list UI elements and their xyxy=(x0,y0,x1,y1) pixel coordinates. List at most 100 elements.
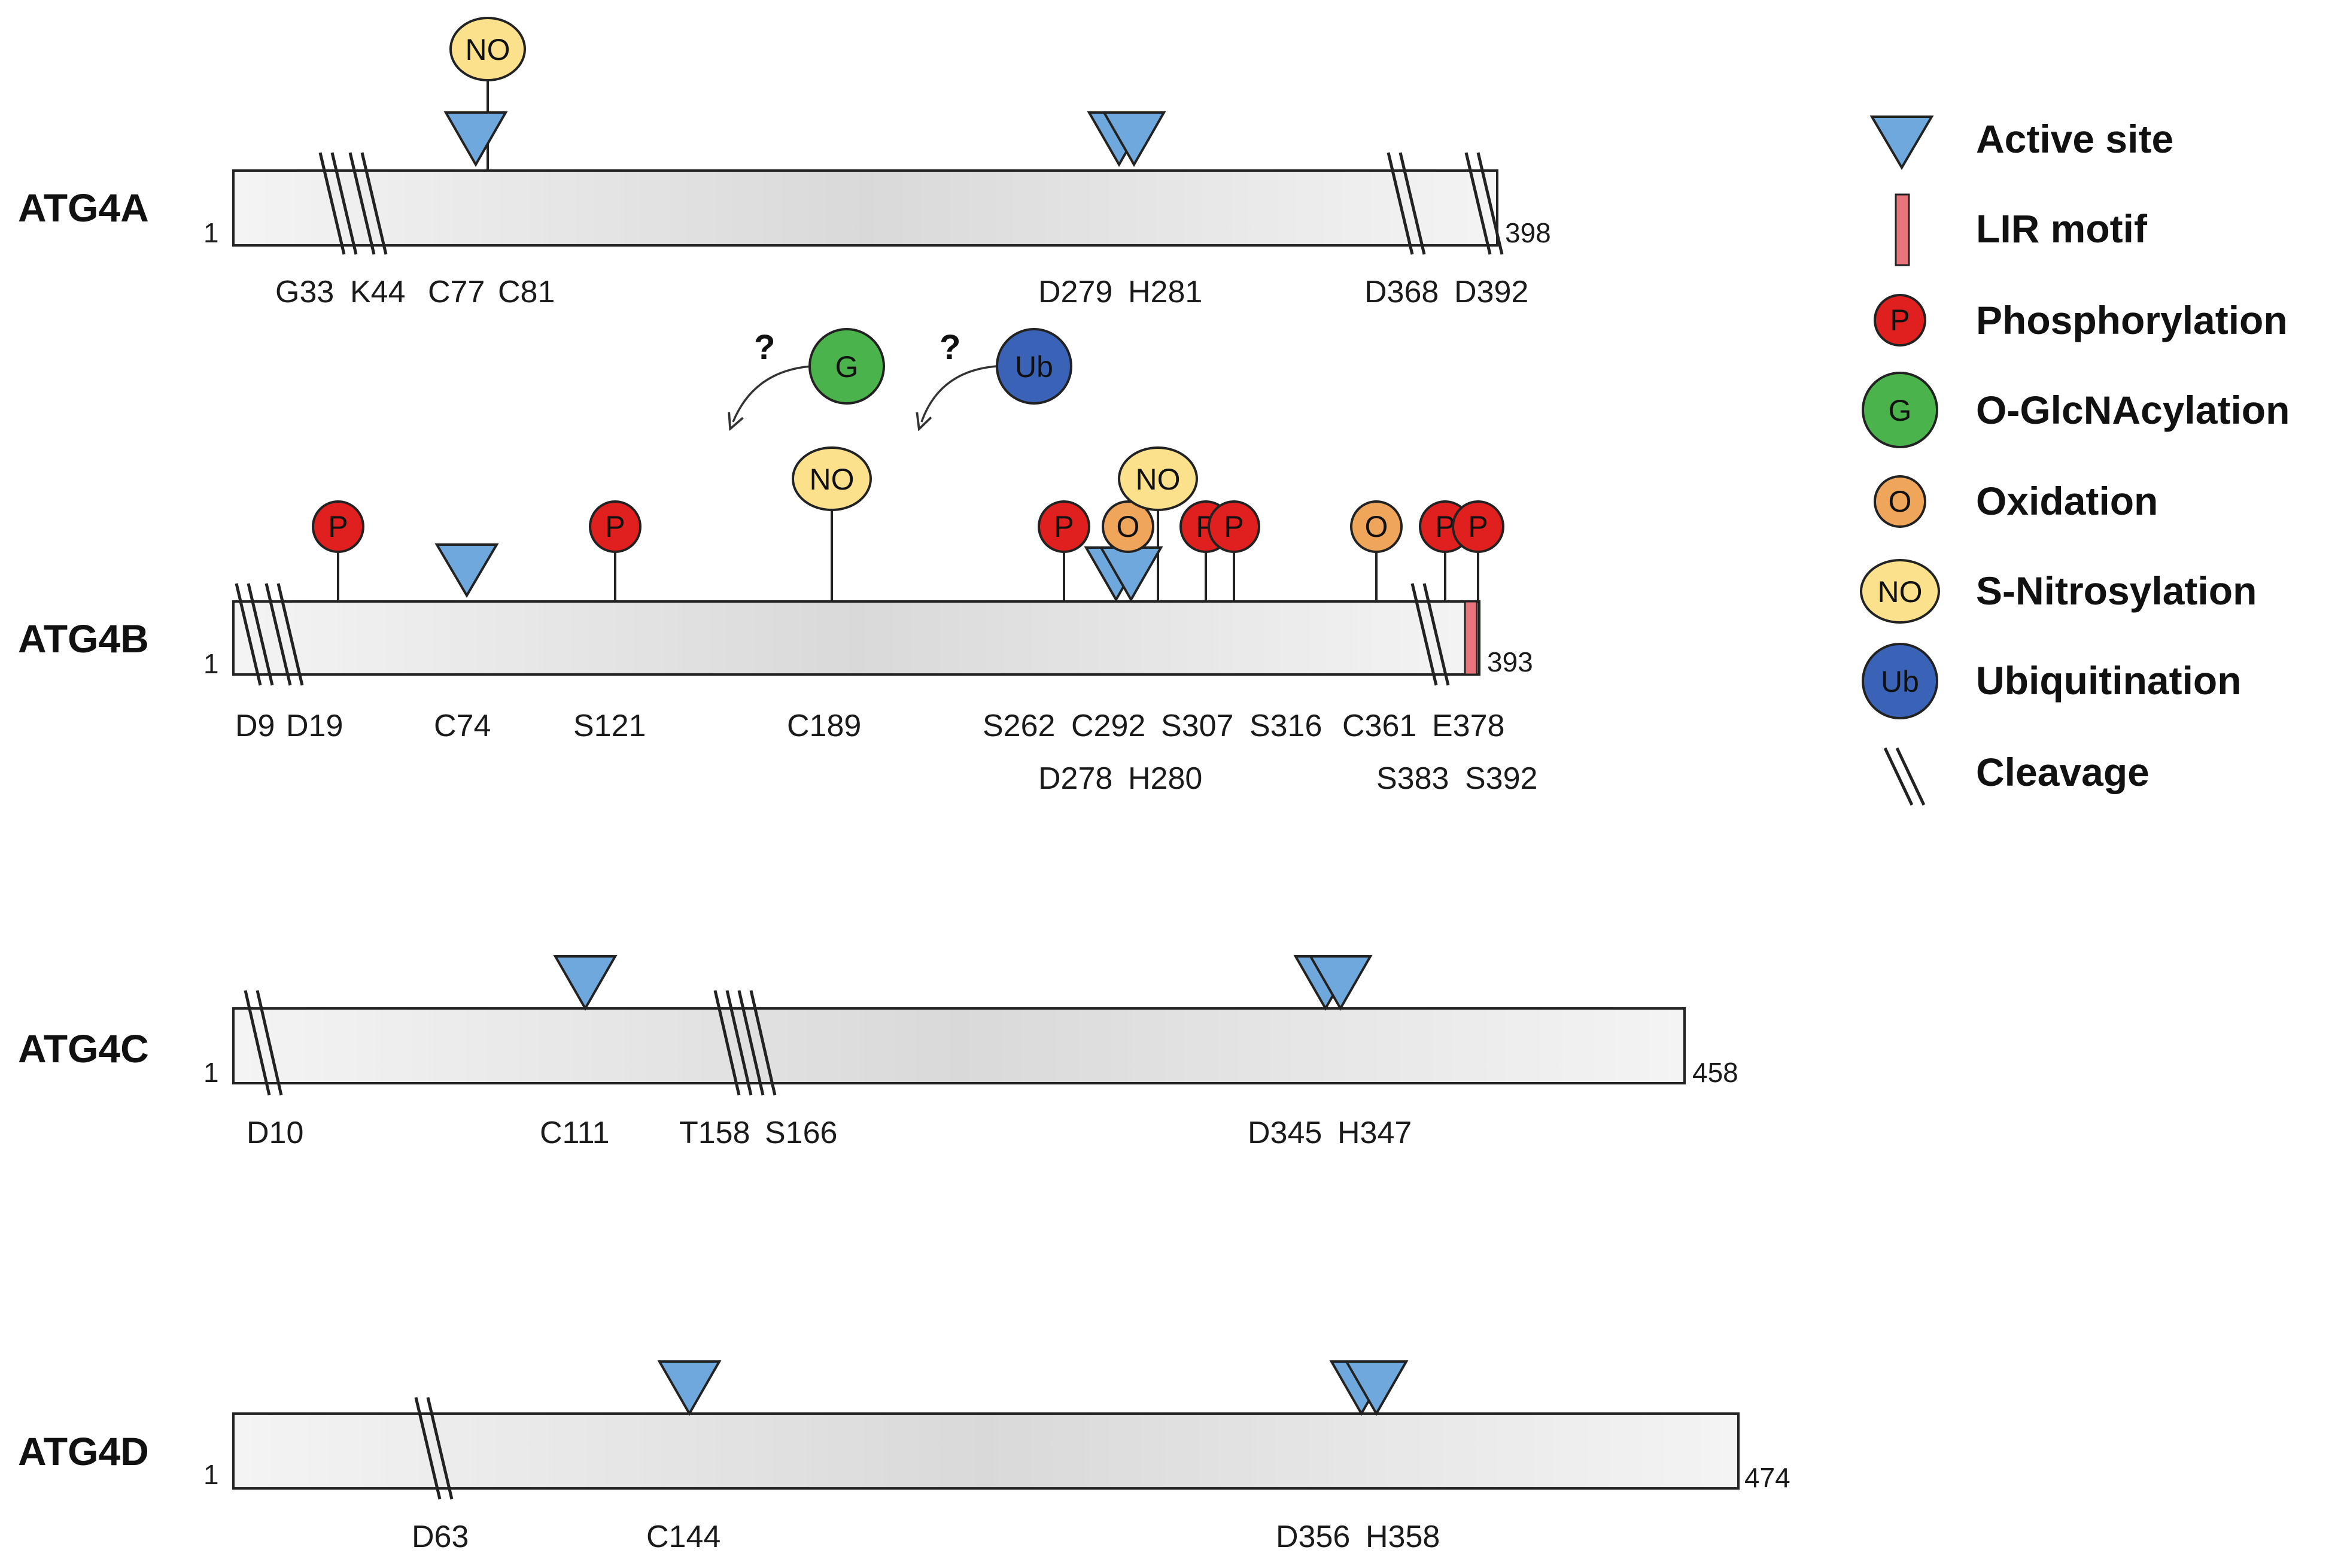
active-site-triangle xyxy=(657,1360,722,1417)
site-label: S262 xyxy=(983,709,1055,743)
site-label: H358 xyxy=(1366,1520,1440,1554)
phosphorylation-marker xyxy=(312,500,364,553)
phosphorylation-marker xyxy=(589,500,642,553)
s-nitrosylation-marker xyxy=(1118,446,1198,511)
s-nitrosylation-marker xyxy=(792,446,872,511)
site-label: C361 xyxy=(1342,709,1416,743)
cleavage-icon xyxy=(1387,152,1426,255)
protein-atg4a: ATG4A 1 398 NO G33 K44 C77 C81 D279 H281 xyxy=(18,17,1551,309)
site-label: S316 xyxy=(1249,709,1322,743)
cleavage-icon xyxy=(264,583,304,686)
protein-atg4d: ATG4D 1 474 D63 C144 D356 H358 xyxy=(18,1360,1790,1554)
site-label: D279 xyxy=(1038,275,1112,309)
site-label: H347 xyxy=(1337,1116,1412,1150)
cleavage-icon xyxy=(1464,152,1504,255)
site-label: E378 xyxy=(1432,709,1504,743)
modification-label: G xyxy=(835,350,859,384)
modification-label: O xyxy=(1365,510,1388,543)
site-label: G33 xyxy=(275,275,334,309)
site-label: T158 xyxy=(679,1116,750,1150)
legend: Active site LIR motif P Phosphorylation … xyxy=(1860,116,2290,806)
ubiquitination-marker xyxy=(996,328,1072,405)
triangle-icon xyxy=(1869,116,1934,170)
site-label: C74 xyxy=(434,709,491,743)
active-site-triangle xyxy=(1102,111,1166,168)
oxidation-marker xyxy=(1350,500,1403,553)
cleavage-icon xyxy=(1883,747,1926,806)
site-label: S307 xyxy=(1161,709,1233,743)
legend-glyph: P xyxy=(1890,303,1910,337)
site-label: C189 xyxy=(787,709,861,743)
protein-name: ATG4B xyxy=(18,616,149,661)
legend-label: Active site xyxy=(1976,117,2173,161)
s-nitrosylation-marker xyxy=(449,17,526,81)
start-residue: 1 xyxy=(203,1057,219,1088)
circle-icon xyxy=(1862,372,1938,448)
end-residue: 474 xyxy=(1744,1462,1790,1493)
site-label: D392 xyxy=(1454,275,1528,309)
o-glcnacylation-unconfirmed: ? G xyxy=(733,328,885,422)
legend-item-oxidation: O Oxidation xyxy=(1874,475,2158,528)
end-residue: 458 xyxy=(1692,1057,1738,1088)
modification-label: O xyxy=(1117,510,1140,543)
modification-label: Ub xyxy=(1015,350,1053,384)
site-label: C144 xyxy=(646,1520,720,1554)
site-label: D345 xyxy=(1248,1116,1322,1150)
active-site-triangle xyxy=(553,955,618,1011)
site-label: D63 xyxy=(412,1520,469,1554)
modification-label: NO xyxy=(810,463,855,496)
active-site-triangle xyxy=(1308,955,1373,1011)
cleavage-icon xyxy=(1410,583,1450,686)
cleavage-icon xyxy=(713,990,753,1096)
legend-item-cleavage: Cleavage xyxy=(1883,747,2150,806)
end-residue: 398 xyxy=(1505,217,1551,248)
protein-bar xyxy=(232,1412,1740,1490)
site-label: H281 xyxy=(1128,275,1202,309)
active-site-triangle xyxy=(434,543,499,598)
legend-item-s-nitrosylation: NO S-Nitrosylation xyxy=(1860,559,2257,624)
legend-item-o-glcnacylation: G O-GlcNAcylation xyxy=(1862,372,2290,448)
oxidation-marker xyxy=(1102,500,1154,553)
site-label: H280 xyxy=(1128,761,1202,796)
site-label: D9 xyxy=(235,709,275,743)
modification-label: P xyxy=(1224,510,1244,543)
site-label: D356 xyxy=(1276,1520,1350,1554)
cleavage-icon xyxy=(348,152,388,255)
site-label: D368 xyxy=(1364,275,1439,309)
site-label: D10 xyxy=(247,1116,303,1150)
cleavage-icon xyxy=(737,990,777,1096)
modification-label: NO xyxy=(1136,463,1181,496)
modification-label: P xyxy=(1468,510,1488,543)
protein-name: ATG4D xyxy=(18,1429,149,1473)
protein-atg4b: ? G ? Ub ATG4B 1 393 xyxy=(18,328,1537,796)
cleavage-icon xyxy=(235,583,274,686)
legend-label: LIR motif xyxy=(1976,206,2148,251)
site-label: C111 xyxy=(540,1116,610,1150)
phosphorylation-marker xyxy=(1452,500,1504,553)
legend-item-phosphorylation: P Phosphorylation xyxy=(1874,294,2288,347)
site-label: S121 xyxy=(573,709,646,743)
active-site-triangle xyxy=(1344,1360,1409,1417)
legend-label: S-Nitrosylation xyxy=(1976,569,2257,613)
cleavage-icon xyxy=(318,152,358,255)
question-mark: ? xyxy=(754,328,775,367)
legend-label: Oxidation xyxy=(1976,479,2158,523)
protein-name: ATG4A xyxy=(18,186,149,230)
site-label: D19 xyxy=(286,709,343,743)
site-label: K44 xyxy=(350,275,406,309)
end-residue: 393 xyxy=(1487,646,1533,677)
circle-icon xyxy=(1874,294,1926,347)
legend-label: Cleavage xyxy=(1976,750,2150,794)
protein-atg4c: ATG4C 1 458 D10 C111 T158 S166 D345 H347 xyxy=(18,955,1738,1150)
circle-icon xyxy=(1862,643,1938,719)
site-label: C77 xyxy=(428,275,485,309)
circle-icon xyxy=(1874,475,1926,528)
curved-arrow-icon xyxy=(733,365,811,422)
phosphorylation-marker xyxy=(1038,500,1090,553)
modification-label: NO xyxy=(466,33,510,66)
legend-glyph: NO xyxy=(1878,575,1923,609)
legend-glyph: Ub xyxy=(1881,665,1919,698)
legend-label: Phosphorylation xyxy=(1976,298,2288,342)
lir-motif-bar xyxy=(1464,600,1478,676)
